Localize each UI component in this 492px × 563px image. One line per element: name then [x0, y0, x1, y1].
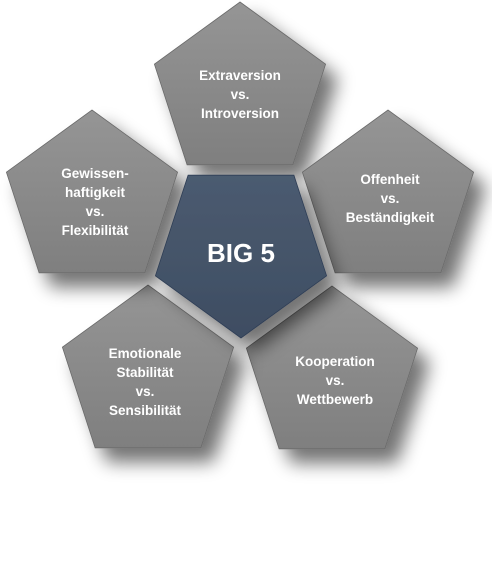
label-emotionale-stabilitaet-line-4: Sensibilität [109, 403, 182, 418]
pentagon-kooperation [245, 285, 419, 450]
label-offenheit-line-1: Offenheit [360, 172, 420, 187]
pentagon-gewissenhaftigkeit [5, 109, 179, 274]
label-gewissenhaftigkeit-line-3: vs. [86, 204, 105, 219]
pentagon-emotionale-stabilitaet [61, 284, 235, 449]
label-offenheit: Offenheit vs. Beständigkeit [346, 172, 435, 225]
label-offenheit-line-2: vs. [381, 191, 400, 206]
label-extraversion-line-2: vs. [231, 87, 250, 102]
pentagon-extraversion [153, 1, 327, 166]
pentagon-offenheit [301, 109, 475, 274]
label-gewissenhaftigkeit-line-4: Flexibilität [62, 223, 129, 238]
label-gewissenhaftigkeit-line-1: Gewissen- [61, 166, 129, 181]
label-emotionale-stabilitaet-line-1: Emotionale [109, 346, 182, 361]
label-extraversion: Extraversion vs. Introversion [199, 68, 281, 121]
label-gewissenhaftigkeit-line-2: haftigkeit [65, 185, 126, 200]
label-kooperation-line-1: Kooperation [295, 354, 375, 369]
label-extraversion-line-3: Introversion [201, 106, 279, 121]
label-emotionale-stabilitaet-line-3: vs. [136, 384, 155, 399]
center-pentagon [154, 174, 328, 339]
label-kooperation-line-2: vs. [326, 373, 345, 388]
label-kooperation-line-3: Wettbewerb [297, 392, 373, 407]
center-label: BIG 5 [207, 238, 275, 268]
label-gewissenhaftigkeit: Gewissen-haftigkeit vs. Flexibilität [61, 166, 129, 238]
label-emotionale-stabilitaet-line-2: Stabilität [116, 365, 174, 380]
label-extraversion-line-1: Extraversion [199, 68, 281, 83]
label-kooperation: Kooperation vs. Wettbewerb [295, 354, 375, 407]
label-offenheit-line-3: Beständigkeit [346, 210, 435, 225]
